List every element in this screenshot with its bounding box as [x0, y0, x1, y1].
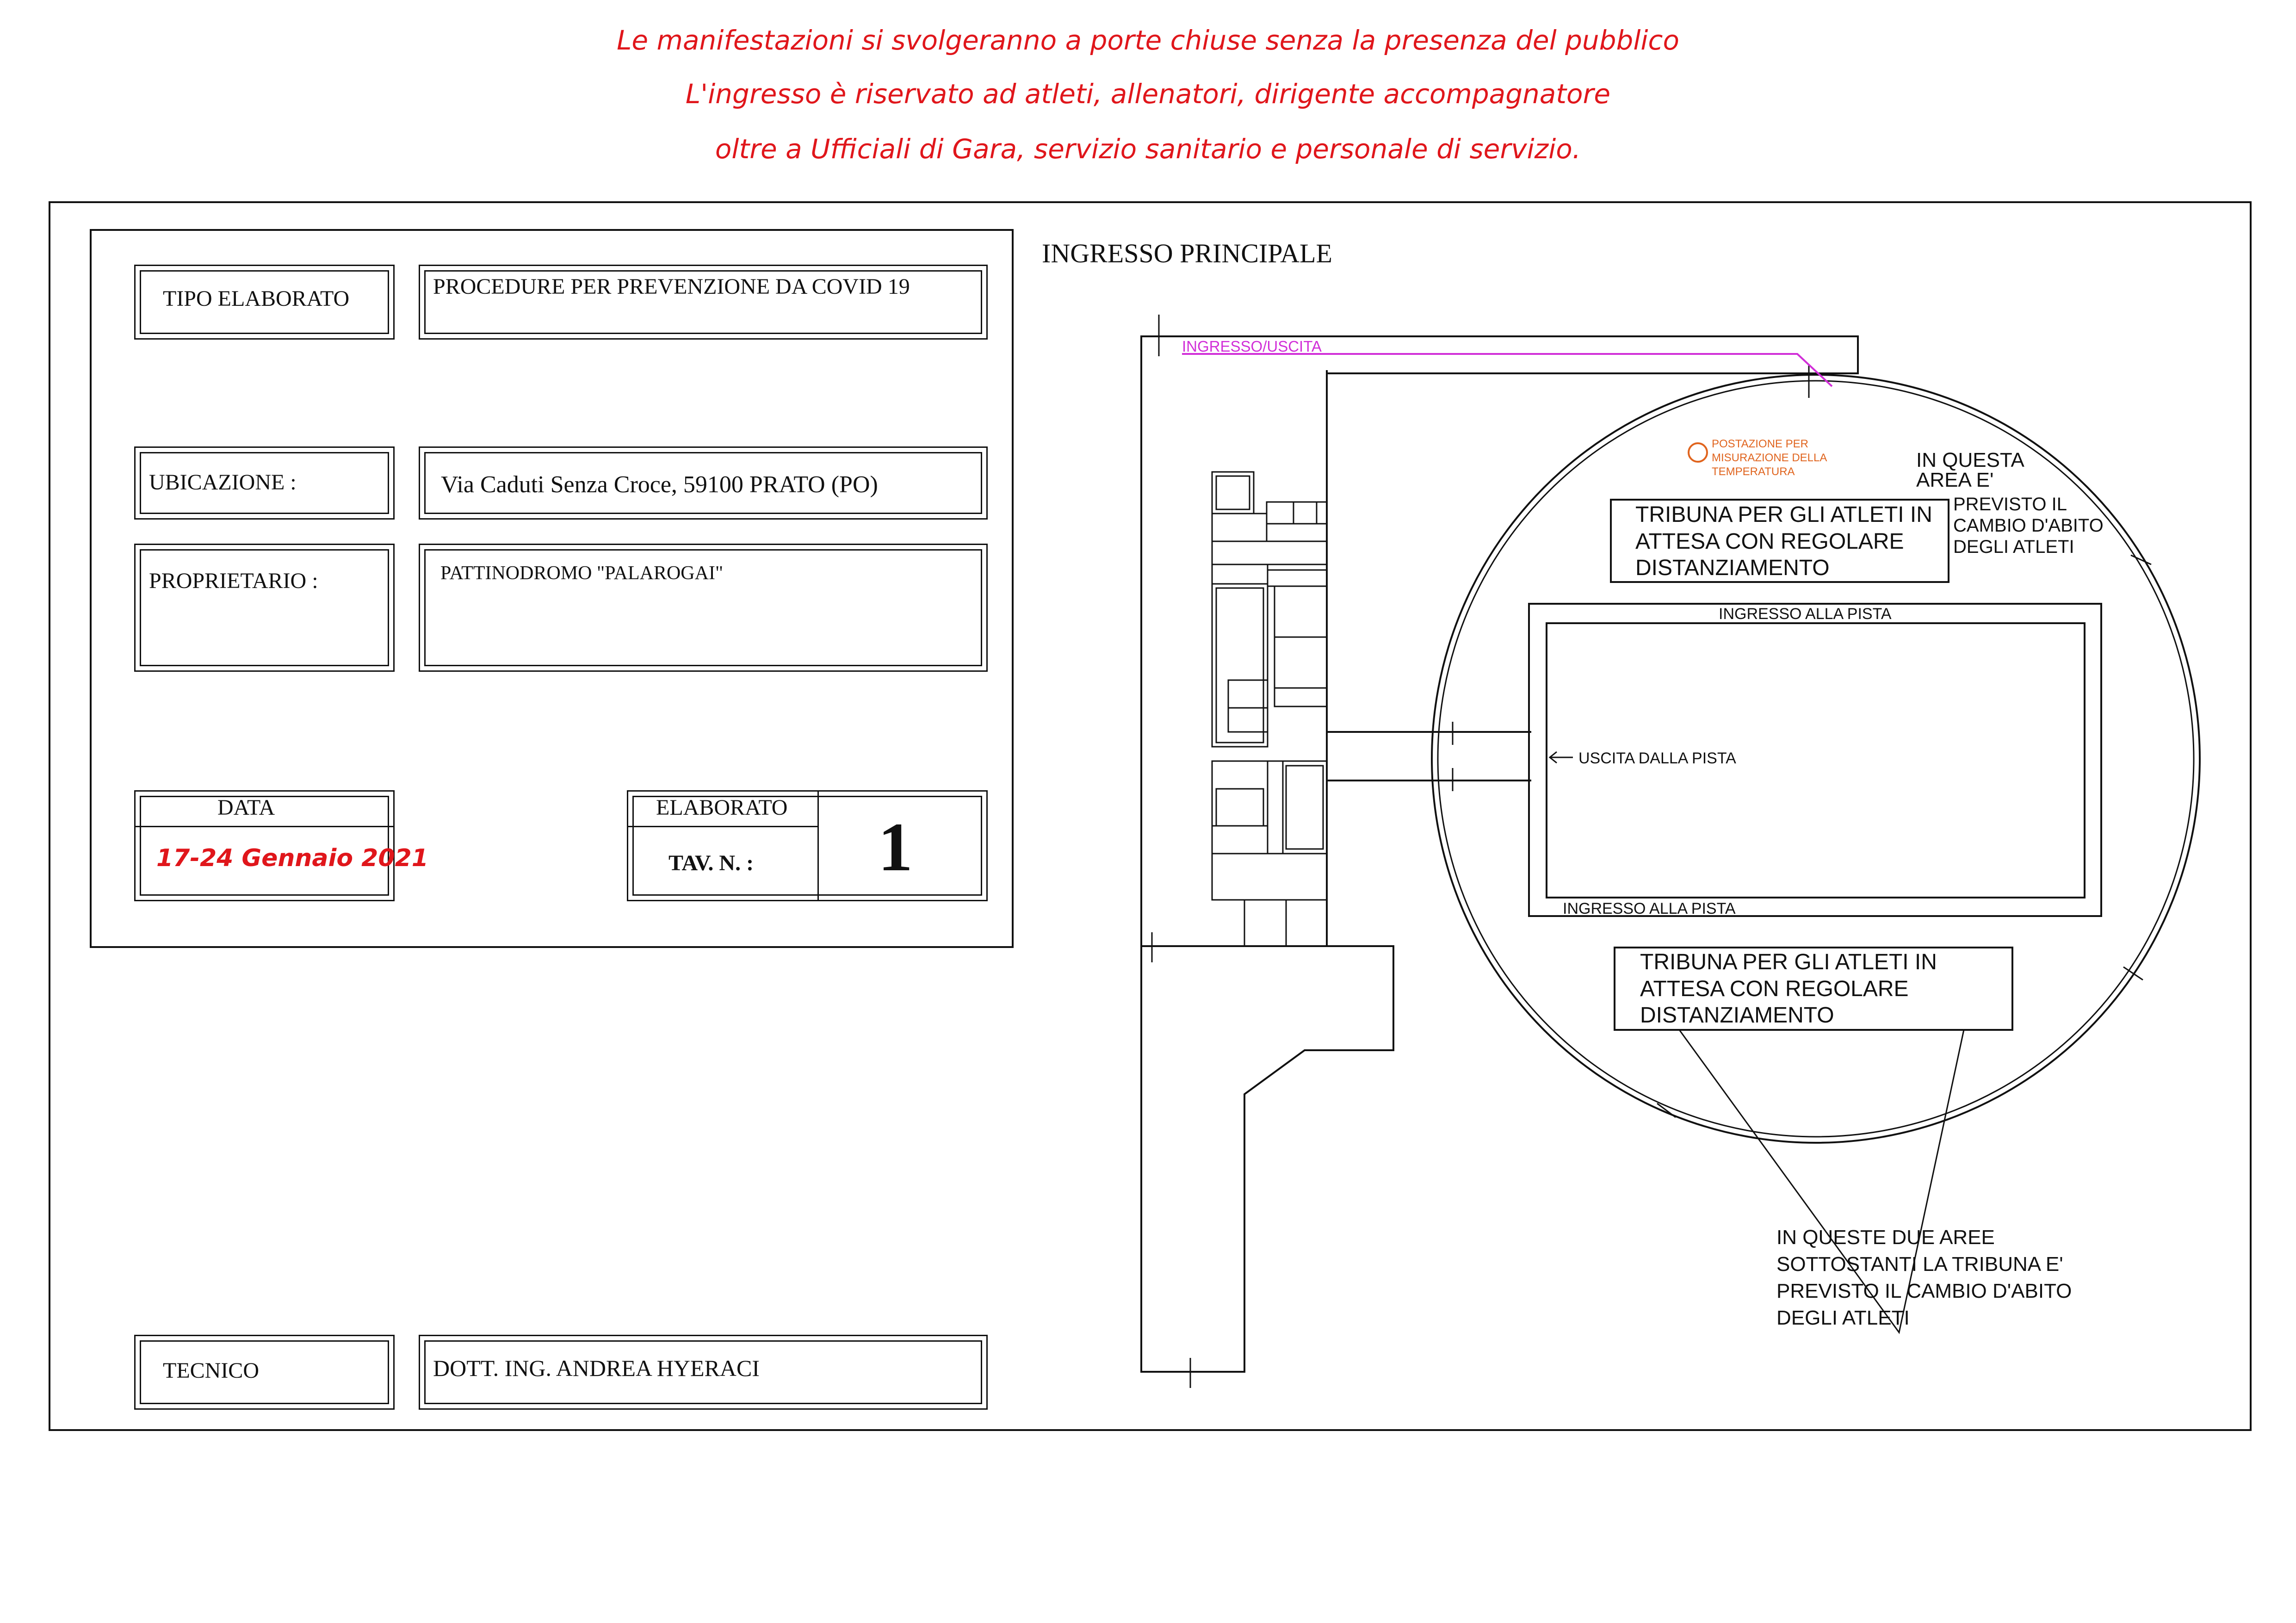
entry-exit-route [1182, 353, 1833, 387]
proprietario-value-cell [419, 544, 988, 672]
elaborato-label: ELABORATO [656, 795, 788, 820]
data-value: 17-24 Gennaio 2021 [156, 844, 428, 872]
ubicazione-value-cell [419, 446, 988, 520]
track-entry-bottom-label: INGRESSO ALLA PISTA [1563, 900, 1736, 917]
data-label: DATA [217, 795, 275, 820]
data-divider [134, 826, 395, 827]
tecnico-label: TECNICO [163, 1358, 259, 1383]
notice-line-2: L'ingresso è riservato ad atleti, allena… [685, 78, 1611, 110]
tipo-label: TIPO ELABORATO [163, 286, 350, 311]
proprietario-value: PATTINODROMO "PALAROGAI" [440, 563, 724, 584]
change-area-line-2: AREA E' [1916, 469, 1994, 491]
tipo-value-cell [419, 265, 988, 340]
note-line-3: PREVISTO IL CAMBIO D'ABITO [1776, 1280, 2072, 1302]
tribuna-bottom-line-2: ATTESA CON REGOLARE [1640, 977, 1909, 1001]
track-exit-label: USCITA DALLA PISTA [1578, 750, 1736, 767]
tribuna-bottom-box [1614, 947, 2013, 1031]
tipo-value: PROCEDURE PER PREVENZIONE DA COVID 19 [433, 274, 910, 299]
tribuna-top-line-3: DISTANZIAMENTO [1635, 556, 1830, 580]
tav-label: TAV. N. : [668, 851, 754, 875]
data-cell [134, 790, 395, 901]
entry-exit-label: INGRESSO/USCITA [1182, 338, 1322, 355]
temp-station-label-3: TEMPERATURA [1712, 465, 1795, 478]
tecnico-value-cell [419, 1335, 988, 1410]
elaborato-divider-h [627, 826, 817, 827]
notice-line-3: oltre a Ufficiali di Gara, servizio sani… [715, 133, 1581, 165]
section-ticks [1151, 315, 2152, 1388]
note-line-2: SOTTOSTANTI LA TRIBUNA E' [1776, 1253, 2063, 1276]
track-outer-circle [1431, 374, 2201, 1144]
change-area-line-3: PREVISTO IL [1953, 494, 2067, 514]
rink-inner [1546, 622, 2086, 898]
temp-station-label-1: POSTAZIONE PER [1712, 438, 1808, 450]
tecnico-value: DOTT. ING. ANDREA HYERACI [433, 1355, 760, 1381]
note-line-4: DEGLI ATLETI [1776, 1307, 1910, 1329]
notice-line-1: Le manifestazioni si svolgeranno a porte… [617, 25, 1679, 56]
proprietario-label: PROPRIETARIO : [149, 569, 318, 593]
tav-value: 1 [878, 809, 913, 886]
main-entrance-label: INGRESSO PRINCIPALE [1042, 238, 1332, 268]
change-area-line-1: IN QUESTA [1916, 449, 2024, 471]
title-block-frame [90, 229, 1014, 948]
tribuna-top-line-1: TRIBUNA PER GLI ATLETI IN [1635, 502, 1932, 527]
tipo-label-cell [134, 265, 395, 340]
sheet-frame [49, 201, 2252, 1431]
tribuna-top-line-2: ATTESA CON REGOLARE [1635, 529, 1904, 554]
proprietario-label-cell [134, 544, 395, 672]
note-line-1: IN QUESTE DUE AREE [1776, 1226, 1995, 1249]
temp-station-label-2: MISURAZIONE DELLA [1712, 452, 1827, 464]
tribuna-bottom-line-3: DISTANZIAMENTO [1640, 1003, 1834, 1028]
tribuna-bottom-line-1: TRIBUNA PER GLI ATLETI IN [1640, 950, 1937, 974]
ubicazione-label: UBICAZIONE : [149, 470, 297, 495]
tecnico-label-cell [134, 1335, 395, 1410]
elaborato-cell [627, 790, 988, 901]
track-entry-top-label: INGRESSO ALLA PISTA [1719, 605, 1892, 623]
temperature-station-marker [1688, 442, 1708, 463]
change-area-line-4: CAMBIO D'ABITO [1953, 515, 2104, 536]
exit-arrow-head [1548, 751, 1557, 764]
rink-outer [1528, 603, 2102, 917]
ubicazione-label-cell [134, 446, 395, 520]
track-inner-circle [1437, 380, 2195, 1138]
tribuna-top-box [1610, 499, 1949, 583]
ubicazione-value: Via Caduti Senza Croce, 59100 PRATO (PO) [441, 471, 878, 498]
change-area-line-5: DEGLI ATLETI [1953, 537, 2074, 557]
building-rooms [1211, 471, 1328, 947]
elaborato-divider-v [817, 790, 819, 901]
note-leader-lines [1678, 1029, 1965, 1334]
